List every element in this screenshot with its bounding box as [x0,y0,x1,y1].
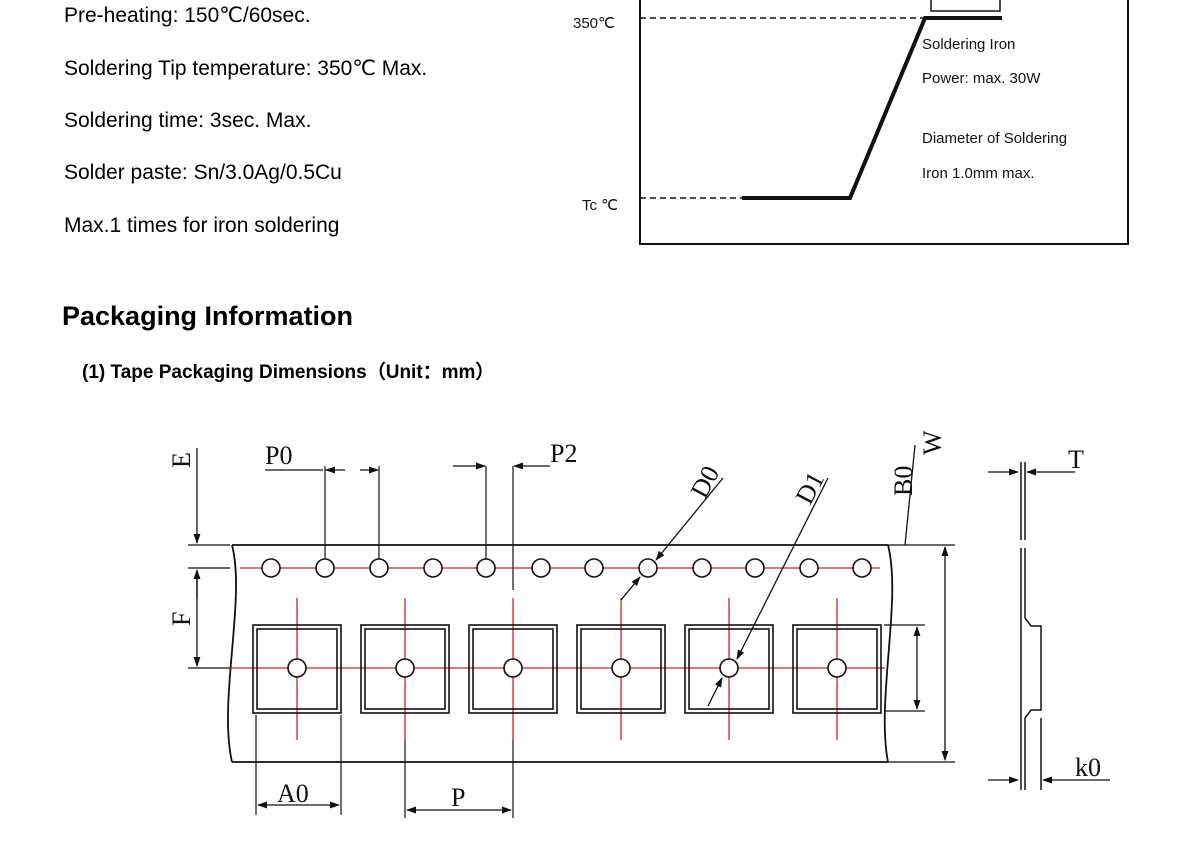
label-b0: B0 [889,466,918,496]
label-k0: k0 [1075,753,1101,782]
extension-lines [188,466,955,818]
label-a0: A0 [277,779,309,808]
note-soldering-iron: Soldering Iron [922,36,1015,53]
spec-tip-temperature: Soldering Tip temperature: 350℃ Max. [64,57,428,80]
profile-frame [639,0,1129,245]
profile-time-box [930,0,1001,12]
sprocket-holes [261,558,872,578]
packaging-title: Packaging Information [62,301,354,331]
label-350: 350℃ [573,15,615,32]
spec-max-times: Max.1 times for iron soldering [64,214,340,237]
note-diameter: Diameter of Soldering [922,130,1067,147]
label-p0: P0 [265,441,292,470]
label-d1: D1 [790,467,831,509]
note-iron-size: Iron 1.0mm max. [922,165,1035,182]
tape-side-profile [1020,462,1042,790]
label-e: E [167,452,196,468]
label-f: F [167,612,196,626]
dimension-arrows [193,444,1110,814]
spec-soldering-time: Soldering time: 3sec. Max. [64,109,312,132]
label-tc: Tc ℃ [582,197,618,214]
tape-dimensions-subtitle: (1) Tape Packaging Dimensions（Unit：mm） [82,362,495,383]
label-p: P [451,783,465,812]
label-t: T [1068,445,1084,474]
label-w: W [918,430,947,455]
pockets [252,624,882,714]
label-p2: P2 [550,439,577,468]
spec-solder-paste: Solder paste: Sn/3.0Ag/0.5Cu [64,161,342,184]
spec-preheating: Pre-heating: 150℃/60sec. [64,4,311,27]
pocket-holes [287,658,847,678]
profile-curve [742,16,1002,200]
note-power: Power: max. 30W [922,70,1041,87]
label-d0: D0 [685,461,726,503]
